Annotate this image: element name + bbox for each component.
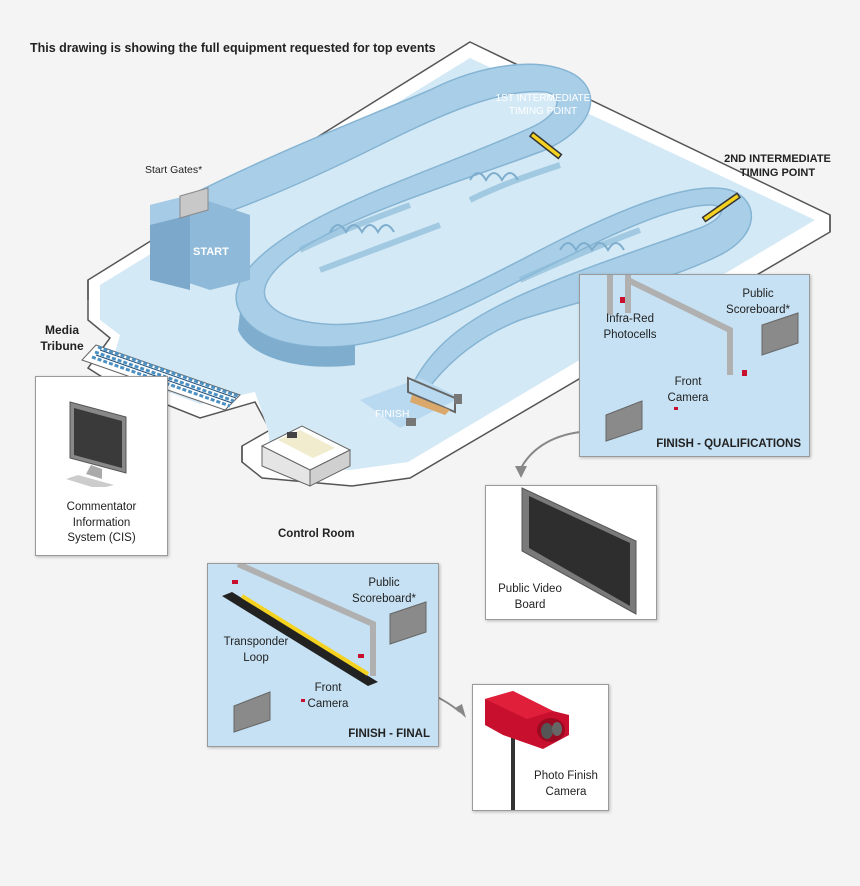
control-room-label: Control Room — [278, 528, 355, 540]
gantry-left-post-icon — [607, 275, 631, 315]
final-camera-label-line1: Front — [314, 682, 342, 694]
scoreboard-label-line1: Public — [742, 288, 774, 300]
transponder-label-line2: Loop — [243, 651, 269, 664]
qualifications-title: FINISH - QUALIFICATIONS — [656, 438, 801, 450]
photo-finish-panel: Photo Finish Camera — [472, 684, 609, 811]
finish-qualifications-panel: Infra-Red Photocells Public Scoreboard* … — [579, 274, 810, 457]
arrow-to-video-board — [519, 431, 581, 471]
final-title: FINISH - FINAL — [348, 728, 430, 740]
public-scoreboard-icon — [761, 312, 799, 356]
final-scoreboard-label-line2: Scoreboard* — [352, 592, 416, 605]
first-intermediate-label: 1ST INTERMEDIATE TIMING POINT — [495, 93, 591, 117]
first-timing-point-strip — [528, 131, 563, 160]
second-timing-point-strip — [701, 192, 741, 223]
final-camera-label-line2: Camera — [307, 697, 349, 710]
cis-label-line1: Commentator — [66, 501, 137, 513]
scoreboard-label-line2: Scoreboard* — [726, 303, 790, 316]
transponder-label-line1: Transponder — [223, 636, 289, 648]
final-gantry-icon — [236, 564, 376, 676]
final-front-camera-icon — [301, 699, 305, 702]
infrared-label-line1: Infra-Red — [606, 313, 654, 325]
photo-finish-camera-icon — [485, 691, 569, 810]
start-gates-icon — [179, 187, 209, 219]
page-title: This drawing is showing the full equipme… — [30, 41, 436, 55]
finish-gantry-icon — [406, 376, 462, 426]
site-platform — [86, 41, 831, 487]
start-gates-label: Start Gates* — [145, 164, 203, 176]
video-board-icon — [521, 487, 637, 615]
control-room-icon — [260, 425, 352, 487]
front-camera-label-line1: Front — [674, 376, 702, 388]
front-camera-icon — [674, 407, 678, 410]
infrared-label-line2: Photocells — [603, 328, 657, 341]
video-board-panel: Public Video Board — [485, 485, 657, 620]
photo-camera-label-line2: Camera — [545, 785, 587, 798]
front-camera-label-line2: Camera — [667, 391, 709, 404]
video-board-label-line1: Public Video — [498, 583, 562, 595]
finish-label: FINISH — [375, 408, 410, 420]
second-intermediate-label: 2ND INTERMEDIATE TIMING POINT — [724, 153, 831, 180]
final-screen-icon — [233, 691, 271, 733]
cis-panel: Commentator Information System (CIS) — [35, 376, 168, 556]
photocell-left-icon — [620, 297, 625, 303]
cis-label-line2: Information — [72, 516, 131, 529]
transponder-loop-icon — [222, 592, 378, 686]
gantry-beam-icon — [626, 277, 733, 375]
finish-final-panel: Public Scoreboard* Transponder Loop Fron… — [207, 563, 439, 747]
start-building — [150, 187, 250, 290]
finish-screen-icon — [605, 400, 643, 442]
final-scoreboard-label-line1: Public — [368, 577, 400, 589]
photocell-right-icon — [742, 370, 747, 376]
start-label: START — [193, 246, 229, 258]
final-photocell-right-icon — [358, 654, 364, 658]
video-board-label-line2: Board — [514, 598, 546, 611]
final-photocell-left-icon — [232, 580, 238, 584]
final-scoreboard-icon — [389, 601, 427, 645]
photo-camera-label-line1: Photo Finish — [534, 770, 598, 782]
monitor-icon — [66, 401, 127, 487]
cis-label-line3: System (CIS) — [67, 532, 136, 545]
media-tribune-label: Media Tribune — [40, 323, 84, 354]
